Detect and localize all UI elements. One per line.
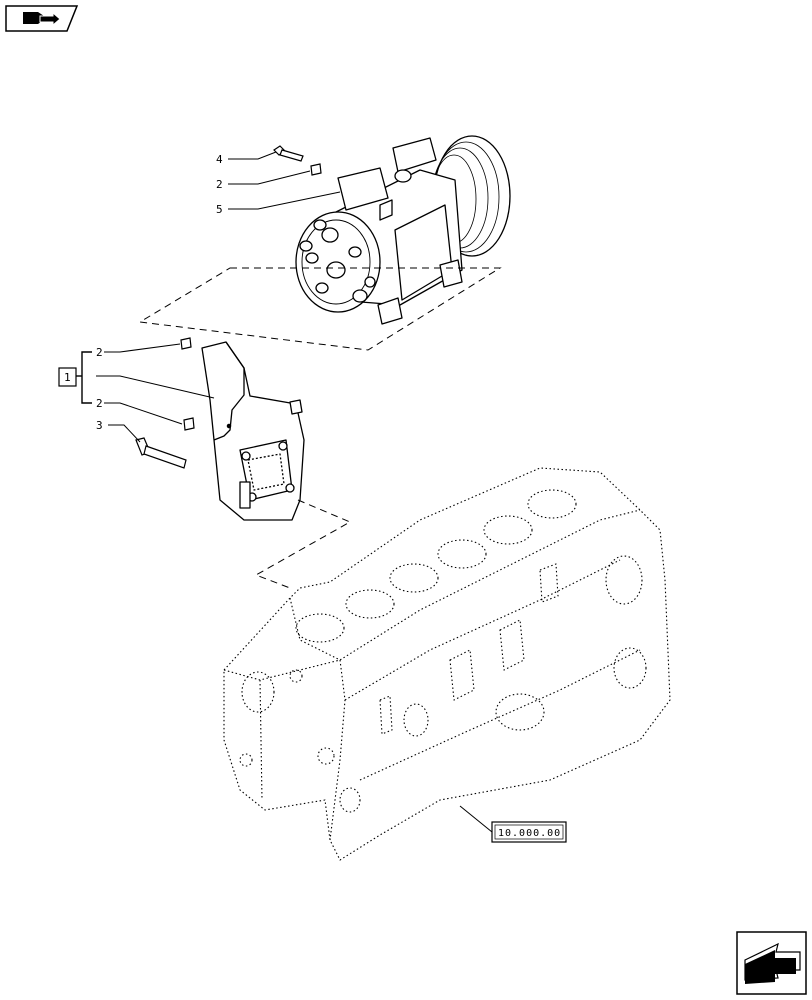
dowel-top <box>310 163 322 176</box>
next-page-arrow-icon <box>744 942 801 984</box>
group-bracket <box>76 351 92 404</box>
header-badge[interactable] <box>5 5 79 32</box>
mounting-bracket <box>201 341 305 521</box>
callout-2-lower: 2 <box>96 397 103 410</box>
leader-lines <box>96 151 493 833</box>
engine-block-reference[interactable]: 10.000.00 <box>491 821 567 843</box>
callout-2-top: 2 <box>216 178 223 191</box>
callout-1: 1 <box>64 371 71 384</box>
alignment-outline-lower <box>254 499 352 589</box>
bolt-4 <box>273 145 304 162</box>
dowel-lower <box>183 417 195 431</box>
alignment-outline-upper <box>138 267 502 351</box>
compressor <box>295 135 511 325</box>
callout-3: 3 <box>96 419 103 432</box>
callout-5: 5 <box>216 203 223 216</box>
callout-4: 4 <box>216 153 223 166</box>
engine-block-reference-label[interactable]: 10.000.00 <box>498 828 561 839</box>
book-arrow-icon <box>23 11 61 27</box>
dowel-upper <box>180 337 192 350</box>
next-page-button[interactable] <box>736 931 807 995</box>
bolt-3 <box>135 437 187 469</box>
callout-2-upper: 2 <box>96 346 103 359</box>
callout-1-box: 1 <box>58 367 77 387</box>
engine-block <box>223 467 671 861</box>
